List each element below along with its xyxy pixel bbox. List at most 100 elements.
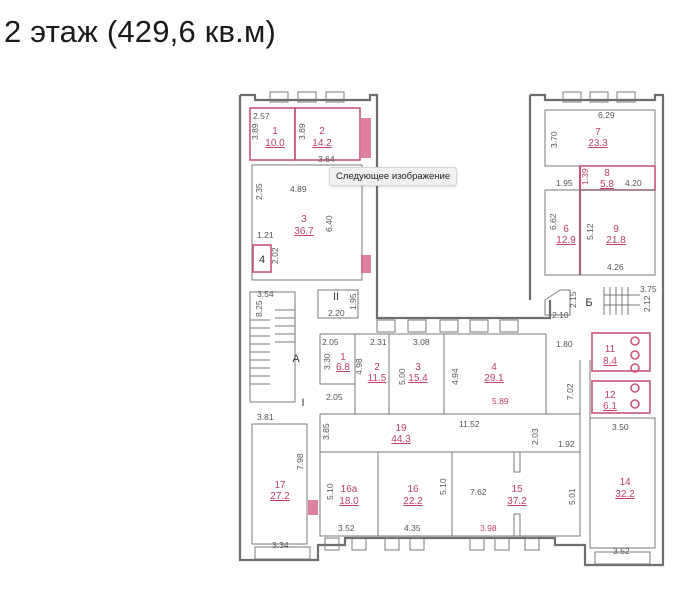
svg-text:14.2: 14.2 bbox=[312, 138, 332, 149]
svg-text:3.75: 3.75 bbox=[640, 284, 657, 294]
svg-text:11.52: 11.52 bbox=[459, 419, 480, 429]
svg-text:32.2: 32.2 bbox=[615, 489, 635, 500]
svg-text:15.4: 15.4 bbox=[408, 373, 428, 384]
svg-text:8.4: 8.4 bbox=[603, 356, 617, 367]
svg-text:4.98: 4.98 bbox=[354, 358, 364, 375]
svg-text:8: 8 bbox=[604, 168, 610, 179]
svg-text:3: 3 bbox=[415, 362, 421, 373]
stair-ii: II 2.20 1.95 bbox=[317, 289, 359, 319]
svg-text:3.70: 3.70 bbox=[549, 131, 559, 148]
svg-text:12: 12 bbox=[604, 390, 616, 401]
svg-text:2.12: 2.12 bbox=[642, 295, 652, 312]
svg-text:Б: Б bbox=[585, 297, 592, 309]
svg-text:5.8: 5.8 bbox=[600, 179, 614, 190]
windows-nw bbox=[254, 91, 651, 565]
room-nw4: 1.21 4 2.02 bbox=[252, 230, 280, 273]
next-image-tooltip: Следующее изображение bbox=[329, 167, 458, 186]
svg-text:29.1: 29.1 bbox=[484, 373, 504, 384]
svg-text:3.89: 3.89 bbox=[250, 123, 260, 140]
room-ne7: 6.29 3.70 7 23.3 bbox=[544, 109, 656, 167]
svg-text:15: 15 bbox=[511, 484, 523, 495]
svg-text:8.25: 8.25 bbox=[254, 300, 264, 317]
svg-text:1.92: 1.92 bbox=[558, 439, 575, 449]
svg-text:5.00: 5.00 bbox=[397, 368, 407, 385]
svg-text:17: 17 bbox=[274, 480, 286, 491]
ne-wing-walls bbox=[528, 93, 665, 315]
svg-text:5.01: 5.01 bbox=[567, 488, 577, 505]
south-body-walls bbox=[238, 315, 665, 567]
svg-text:4.94: 4.94 bbox=[450, 368, 460, 385]
svg-text:44.3: 44.3 bbox=[391, 434, 411, 445]
svg-text:4.35: 4.35 bbox=[404, 523, 421, 533]
room-nw1: 2.57 3.89 1 10.0 bbox=[249, 107, 296, 161]
svg-text:14: 14 bbox=[619, 477, 631, 488]
corr-h-dim: 7.02 bbox=[565, 383, 575, 400]
svg-text:7.98: 7.98 bbox=[295, 453, 305, 470]
svg-text:6.8: 6.8 bbox=[336, 362, 350, 373]
svg-text:12.9: 12.9 bbox=[556, 235, 576, 246]
room-19: 11.52 3.85 19 44.3 2.03 bbox=[319, 413, 581, 453]
room-ne8: 1.95 1.39 8 5.8 4.20 bbox=[556, 165, 656, 191]
svg-text:4.89: 4.89 bbox=[290, 184, 307, 194]
room-16: 16 22.2 4.35 5.10 bbox=[377, 451, 453, 537]
svg-text:2.03: 2.03 bbox=[530, 428, 540, 445]
svg-text:3.89: 3.89 bbox=[297, 123, 307, 140]
svg-text:10.0: 10.0 bbox=[265, 138, 285, 149]
svg-text:11: 11 bbox=[605, 344, 616, 355]
svg-text:23.3: 23.3 bbox=[588, 138, 608, 149]
svg-text:3: 3 bbox=[301, 214, 307, 225]
svg-text:18.0: 18.0 bbox=[339, 496, 359, 507]
svg-text:36.7: 36.7 bbox=[294, 226, 314, 237]
courtyard-wall bbox=[375, 290, 552, 320]
svg-text:4: 4 bbox=[491, 362, 497, 373]
svg-text:2.57: 2.57 bbox=[253, 111, 270, 121]
svg-text:4.20: 4.20 bbox=[625, 178, 642, 188]
svg-text:1.21: 1.21 bbox=[257, 230, 274, 240]
room-16a: 5.10 16а 18.0 3.52 bbox=[319, 451, 379, 537]
svg-text:2.15: 2.15 bbox=[568, 291, 578, 308]
svg-text:7.62: 7.62 bbox=[470, 487, 487, 497]
svg-text:2.02: 2.02 bbox=[270, 247, 280, 264]
room-ne6: 6.62 6 12.9 bbox=[544, 189, 581, 276]
svg-text:1.39: 1.39 bbox=[580, 168, 590, 185]
svg-text:7: 7 bbox=[595, 127, 601, 138]
svg-text:1.95: 1.95 bbox=[348, 293, 358, 310]
svg-text:2.31: 2.31 bbox=[370, 337, 387, 347]
svg-text:3.64: 3.64 bbox=[318, 154, 335, 164]
hatched-column-nw bbox=[361, 118, 371, 158]
room-nw3: 2.35 4.89 3 36.7 6.40 bbox=[251, 164, 363, 281]
svg-text:16: 16 bbox=[407, 484, 419, 495]
room-15: 7.62 15 37.2 3.98 5.01 1.92 bbox=[451, 439, 581, 537]
svg-text:4: 4 bbox=[259, 254, 265, 266]
room-c4: 4.94 4 29.1 5.89 bbox=[443, 333, 547, 415]
svg-text:3.81: 3.81 bbox=[257, 412, 274, 422]
svg-text:11.5: 11.5 bbox=[368, 373, 387, 384]
svg-text:27.2: 27.2 bbox=[270, 491, 290, 502]
svg-text:16а: 16а bbox=[341, 484, 358, 495]
svg-text:37.2: 37.2 bbox=[507, 496, 527, 507]
svg-text:3.98: 3.98 bbox=[480, 523, 497, 533]
room-12: 12 6.1 bbox=[591, 380, 651, 414]
svg-text:5.12: 5.12 bbox=[585, 223, 595, 240]
svg-text:6.40: 6.40 bbox=[324, 215, 334, 232]
svg-text:5.10: 5.10 bbox=[438, 478, 448, 495]
room-c1: 2.05 3.30 1 6.8 2.05 bbox=[319, 333, 356, 402]
room-c2: 2.31 4.98 2 11.5 bbox=[354, 333, 390, 415]
svg-text:6.62: 6.62 bbox=[548, 213, 558, 230]
svg-text:3.52: 3.52 bbox=[613, 546, 630, 556]
svg-text:3.30: 3.30 bbox=[322, 353, 332, 370]
svg-text:5.10: 5.10 bbox=[325, 483, 335, 500]
svg-text:19: 19 bbox=[395, 423, 407, 434]
svg-text:6.29: 6.29 bbox=[598, 110, 615, 120]
svg-text:5.89: 5.89 bbox=[492, 396, 509, 406]
svg-text:2.35: 2.35 bbox=[254, 183, 264, 200]
svg-text:3.52: 3.52 bbox=[338, 523, 355, 533]
svg-text:1: 1 bbox=[272, 126, 278, 137]
room-nw2: 3.89 2 14.2 3.64 bbox=[294, 107, 361, 164]
room-11: 11 8.4 bbox=[591, 332, 651, 373]
svg-text:22.2: 22.2 bbox=[403, 496, 423, 507]
svg-text:А: А bbox=[292, 353, 300, 365]
svg-text:21.8: 21.8 bbox=[606, 235, 626, 246]
svg-text:6.1: 6.1 bbox=[603, 401, 617, 412]
